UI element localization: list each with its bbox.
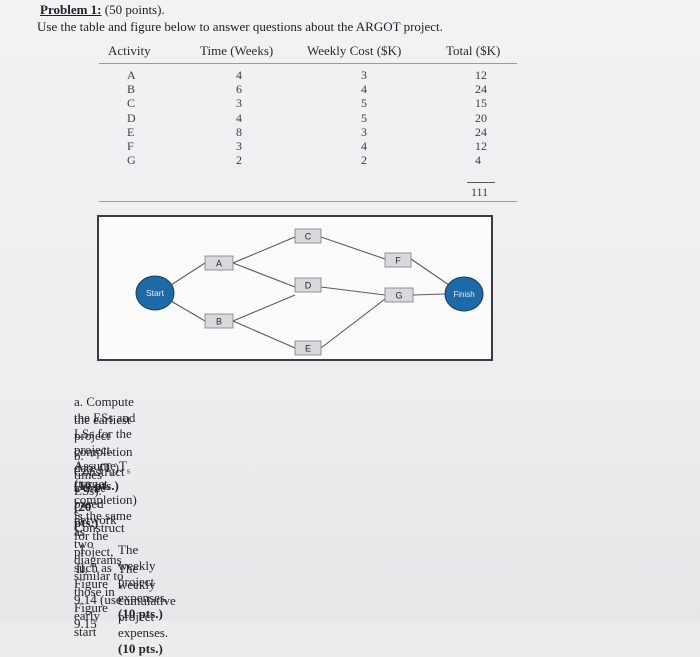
cell-time: 3 — [236, 96, 242, 111]
sub-item-text: The weekly project expenses. — [118, 542, 169, 605]
sub-item-2: The weekly cumulative project expenses. … — [118, 561, 176, 657]
cell-time: 2 — [236, 153, 242, 168]
activity-box-f — [384, 252, 412, 268]
activity-label-f: F — [395, 256, 401, 266]
cell-total: 12 — [475, 138, 487, 153]
activity-box-c — [294, 228, 322, 244]
activity-box-e — [294, 340, 322, 356]
edge-a-c — [232, 236, 296, 264]
grand-total: 111 — [471, 185, 489, 199]
cell-activity: F — [127, 138, 134, 153]
finish-node — [444, 276, 484, 312]
question-a-text: a. Compute the ESs and LSs for the proje… — [74, 394, 136, 473]
cell-weekly-cost: 4 — [361, 138, 367, 153]
sub-item-number: II. — [76, 561, 88, 576]
activity-label-a: A — [216, 259, 222, 269]
cell-weekly-cost: 3 — [361, 124, 367, 139]
cell-time: 3 — [236, 138, 242, 153]
sub-item-points: (10 pts.) — [118, 641, 163, 656]
cell-weekly-cost: 5 — [361, 110, 367, 125]
edge-start-a — [170, 262, 206, 286]
question-a-text-end: (target completion) is the same as — [74, 475, 137, 539]
cell-total: 24 — [475, 82, 487, 97]
cell-total: 20 — [475, 110, 487, 125]
edge-start-b — [170, 300, 206, 322]
network-edges — [170, 236, 450, 349]
finish-node-label: Finish — [453, 290, 474, 299]
cell-total: 12 — [475, 68, 487, 82]
column-activity: A B C D E F G — [127, 68, 136, 167]
problem-points: (50 points). — [101, 2, 165, 17]
cell-time: 4 — [236, 110, 242, 125]
cell-activity: G — [127, 153, 136, 168]
activity-box-b — [204, 313, 234, 329]
cell-time: 6 — [236, 82, 242, 97]
problem-label: Problem 1: — [40, 2, 102, 17]
question-a-sub-e: e — [111, 468, 115, 478]
sub-item-text: The weekly cumulative project expenses. — [118, 561, 176, 640]
column-time: 4 6 3 4 8 3 2 — [236, 68, 242, 167]
sub-item-points: (10 pts.) — [118, 606, 163, 621]
sub-item-1: The weekly project expenses. (10 pts.) — [118, 542, 168, 622]
cell-total: 24 — [475, 124, 487, 139]
edge-d-g — [320, 286, 386, 296]
activity-box-g — [384, 287, 414, 303]
cell-weekly-cost: 4 — [361, 82, 367, 97]
cell-total: 15 — [475, 96, 487, 111]
cell-weekly-cost: 3 — [361, 68, 367, 82]
activity-label-d: D — [305, 281, 312, 291]
cell-time: 8 — [236, 124, 242, 139]
question-c: c. Construct two diagrams similar to tho… — [74, 504, 125, 631]
header-weekly-cost: Weekly Cost ($K) — [307, 43, 402, 58]
question-b-line1: b. Construct a time-based network for th… — [74, 448, 125, 639]
question-a-line1: a. Compute the ESs and LSs for the proje… — [74, 394, 137, 540]
activity-label-g: G — [395, 291, 402, 301]
header-time: Time (Weeks) — [200, 43, 274, 58]
problem-title: Problem 1: (50 points). — [40, 2, 165, 18]
start-node-label: Start — [146, 288, 165, 298]
cell-activity: C — [127, 96, 136, 111]
column-weekly-cost: 3 4 5 5 3 4 2 — [361, 68, 367, 167]
edge-a-d — [232, 262, 296, 288]
question-a-text2: the earliest project completion date (T — [74, 412, 133, 475]
edge-c-f — [320, 236, 386, 260]
sub-item-number: I. — [80, 542, 88, 557]
start-node — [135, 275, 175, 311]
question-b-text2: times ESs). — [74, 467, 103, 498]
activity-label-e: E — [305, 344, 311, 354]
edge-b-e — [232, 320, 296, 349]
header-activity: Activity — [108, 43, 151, 58]
network-diagram-svg: A B C D E F G Start Finish — [135, 228, 484, 356]
problem-intro: Use the table and figure below to answer… — [37, 19, 443, 34]
table-bottom-rule — [99, 201, 517, 202]
question-b-line2: times ESs). (20 pts.) — [74, 467, 102, 531]
activity-box-d — [294, 277, 322, 293]
question-b-points: (20 pts.) — [74, 499, 99, 530]
question-a-line2: the earliest project completion date (Te… — [74, 412, 133, 494]
cell-activity: E — [127, 124, 135, 139]
cell-total: 4 — [475, 153, 481, 168]
network-diagram: A B C D E F G Start Finish — [97, 215, 493, 361]
edge-f-finish — [410, 258, 450, 286]
edge-b-d — [232, 294, 296, 322]
question-a-points: (10 pts.) — [74, 477, 119, 493]
total-underline — [467, 182, 495, 183]
cell-time: 4 — [236, 68, 242, 82]
activity-label-c: C — [305, 232, 312, 242]
question-a-text2-end: ). — [114, 460, 123, 475]
table-header-rule — [99, 63, 517, 64]
activity-box-a — [204, 255, 234, 271]
activity-label-b: B — [216, 317, 222, 327]
question-a-sub-s: s — [126, 466, 130, 476]
cell-activity: A — [127, 68, 136, 82]
header-total: Total ($K) — [446, 43, 501, 58]
cell-weekly-cost: 5 — [361, 96, 367, 111]
column-total: 12 24 15 20 24 12 4 — [475, 68, 487, 167]
edge-e-g — [320, 298, 386, 349]
edge-g-finish — [412, 293, 446, 296]
cell-weekly-cost: 2 — [361, 153, 367, 168]
cell-activity: D — [127, 110, 136, 125]
cell-activity: B — [127, 82, 136, 97]
